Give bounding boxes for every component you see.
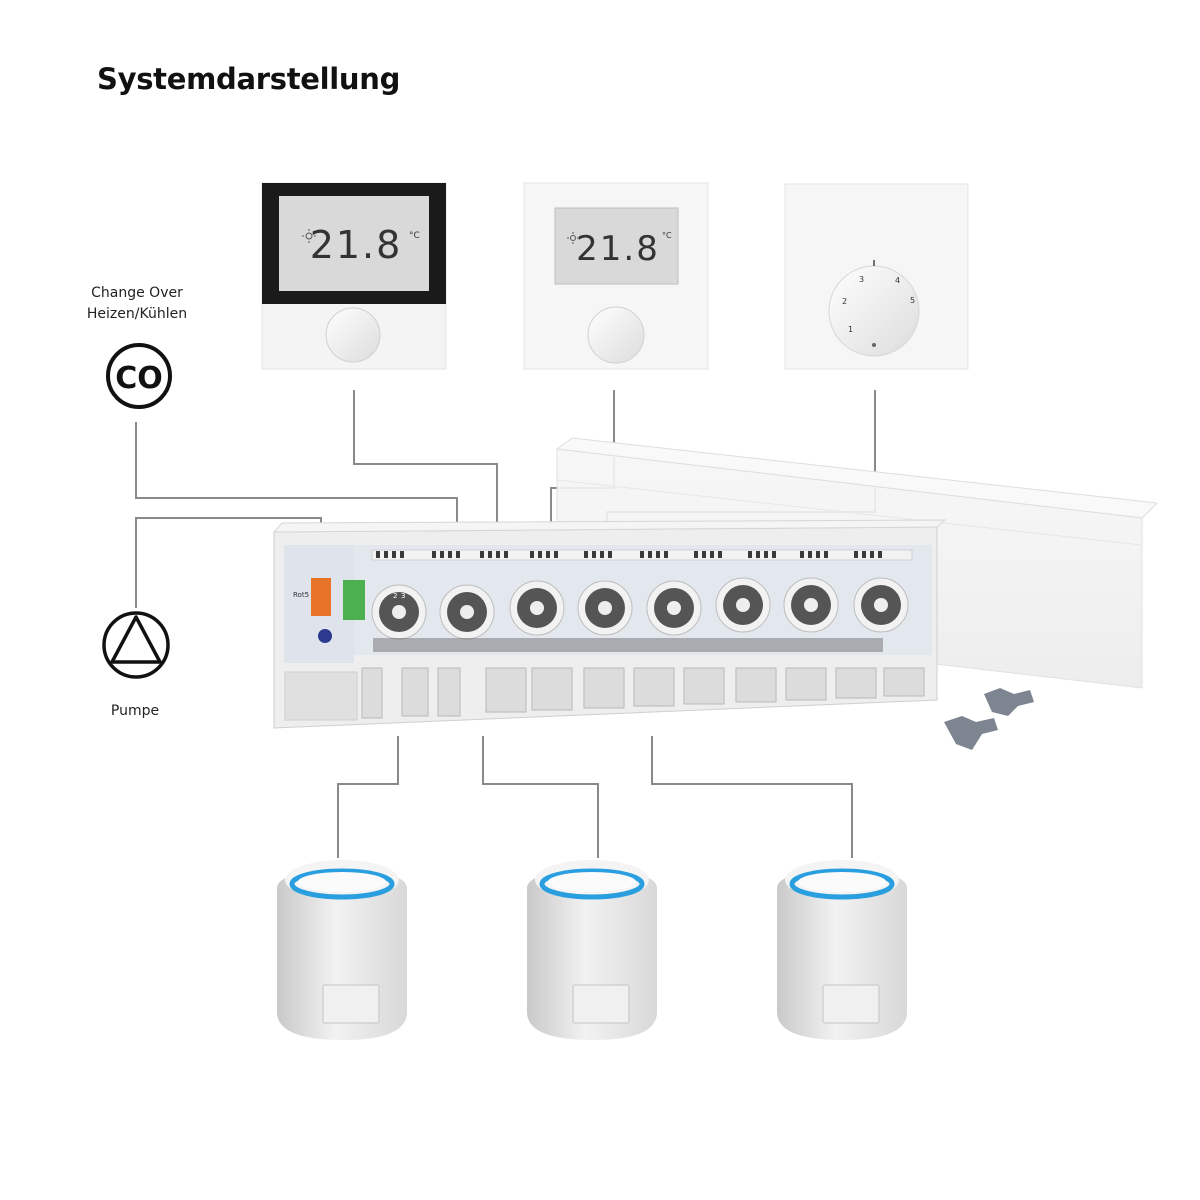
actuator-2 [527,860,657,1040]
change-over-symbol: CO [106,343,172,409]
pump-label: Pumpe [110,703,160,719]
lcd-screen [554,207,679,285]
lcd-unit: °C [409,231,420,241]
dial-number: 5 [910,296,915,305]
capacitor [318,629,332,643]
fuse-holder [343,580,365,620]
channel-dial [646,580,702,636]
actuator-window [322,984,380,1024]
actuator-3 [777,860,907,1040]
actuator-window [572,984,630,1024]
change-over-label-line2: Heizen/Kühlen [86,306,188,322]
thermostat-analog-dial: 1 2 3 4 5 [784,183,969,370]
connector-row [373,638,883,652]
dial-number: 3 [859,275,864,284]
channel-dial-number: 3 [401,592,405,600]
dial-number: 4 [895,276,900,285]
channel-dial [715,577,771,633]
controller-model-label: Rot5 [293,591,309,599]
bottom-terminals [361,667,925,719]
actuator-window [822,984,880,1024]
lcd-unit: °C [662,231,672,240]
channel-dial-number: 2 [393,592,397,600]
sun-icon [567,232,579,244]
pump-symbol [102,611,170,679]
lcd-temperature: 21.8 [310,223,403,267]
wire-actuator-3 [651,736,853,858]
channel-dial [439,584,495,640]
thermostat-knob [325,307,381,363]
lcd-temperature: 21.8 [576,229,660,269]
dial-number: 1 [848,325,853,334]
wire-actuator-1 [337,736,399,858]
blue-ring [289,868,395,900]
thermostat-white-display: 21.8 °C [523,182,709,370]
mounting-clips [944,688,1034,750]
temperature-dial [828,265,920,357]
change-over-symbol-text: CO [115,361,163,396]
thermostat-knob [587,306,645,364]
blue-ring [539,868,645,900]
terminal-strip-top [371,549,913,561]
relay [311,578,331,616]
change-over-label: Change Over Heizen/Kühlen [62,283,212,325]
sun-icon [302,229,316,243]
snowflake-icon [872,343,876,347]
lcd-screen [279,196,429,291]
blue-ring [789,868,895,900]
channel-dial [509,580,565,636]
wire-actuator-2 [482,736,599,858]
channel-dial [853,577,909,633]
change-over-label-line1: Change Over [91,285,183,301]
channel-dial [783,577,839,633]
dial-number: 2 [842,297,847,306]
thermostat-black-display: 21.8 °C [261,182,447,370]
channel-dial [577,580,633,636]
actuator-1 [277,860,407,1040]
page-title: Systemdarstellung [97,62,401,96]
wire-thermostat-1 [353,390,498,548]
